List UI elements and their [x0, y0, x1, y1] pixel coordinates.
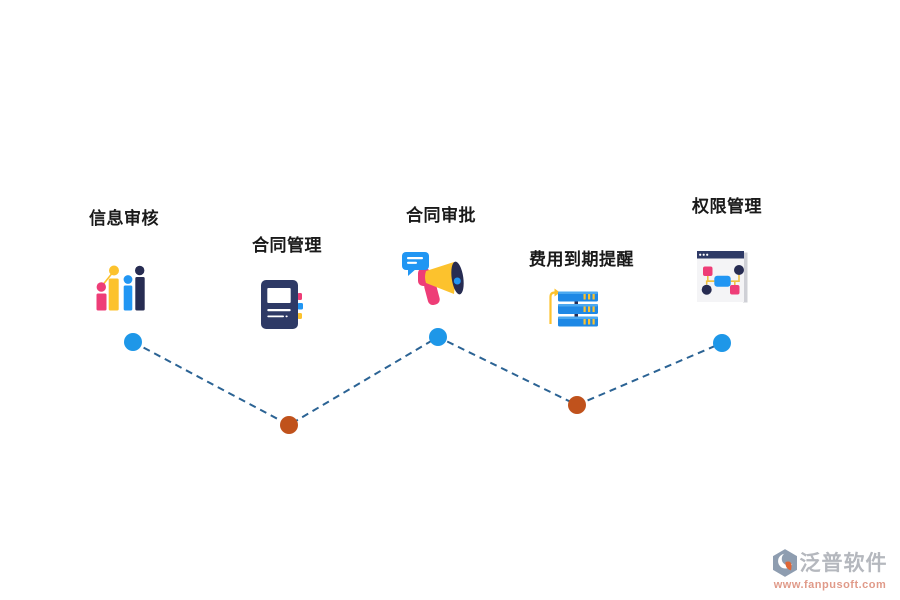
node-label-permission-management: 权限管理	[692, 197, 762, 216]
bar-chart-people-icon	[96, 265, 145, 311]
node-label-contract-approval: 合同审批	[406, 206, 476, 225]
timeline-dot-1	[124, 333, 142, 351]
timeline-dot-5	[713, 334, 731, 352]
fanpu-logo-icon	[772, 549, 797, 577]
watermark-brand-text: 泛普软件	[799, 551, 888, 575]
node-label-info-review: 信息审核	[89, 209, 159, 228]
notebook-icon	[261, 280, 303, 329]
node-label-fee-expiry-reminder: 费用到期提醒	[529, 250, 634, 269]
watermark-url-text: www.fanpusoft.com	[773, 579, 887, 591]
window-flowchart-icon	[697, 251, 748, 303]
megaphone-icon	[402, 252, 464, 306]
node-label-contract-management: 合同管理	[252, 236, 322, 255]
server-reminder-icon	[549, 288, 598, 327]
timeline-dot-2	[280, 416, 298, 434]
timeline-dot-3	[429, 328, 447, 346]
server-stack	[558, 291, 598, 327]
timeline-dot-4	[568, 396, 586, 414]
watermark: 泛普软件 www.fanpusoft.com	[766, 549, 894, 591]
dashed-connector-line	[132, 335, 723, 427]
